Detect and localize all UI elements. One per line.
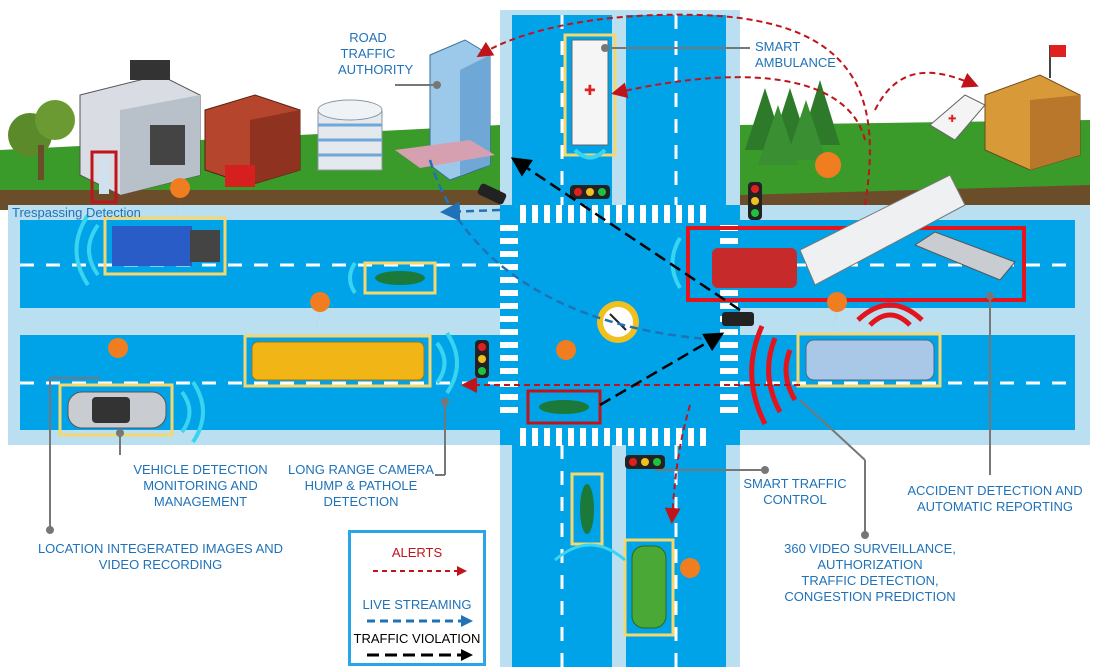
vehicle-detection-line-1: VEHICLE DETECTION (133, 462, 268, 477)
vehicle-detection-label: VEHICLE DETECTION MONITORING AND MANAGEM… (128, 462, 273, 510)
svg-text:✚: ✚ (948, 114, 956, 125)
tractor-icon (103, 216, 227, 276)
accident-detection-label: ACCIDENT DETECTION AND AUTOMATIC REPORTI… (900, 483, 1090, 515)
live-streaming-arrows (428, 159, 721, 342)
road-traffic-authority-line-3: AUTHORITY (338, 62, 414, 77)
smart-ambulance-line-2: AMBULANCE (755, 55, 836, 70)
accident-detection-line-2: AUTOMATIC REPORTING (916, 499, 1073, 514)
long-range-camera-line-2: HUMP & PATHOLE (304, 478, 418, 493)
alert-arrows (461, 13, 979, 524)
legend-live-streaming-label: LIVE STREAMING (362, 597, 472, 612)
location-images-line-2: VIDEO RECORDING (98, 557, 223, 572)
vehicle-detection-line-3: MANAGEMENT (153, 494, 248, 509)
wireless-signal (74, 148, 682, 562)
location-images-label: LOCATION INTEGERATED IMAGES AND VIDEO RE… (28, 541, 293, 573)
bus-icon (243, 334, 432, 388)
traffic-light-icon (625, 455, 665, 469)
legend: ALERTS LIVE STREAMING TRAFFIC VIOLATION (348, 530, 486, 666)
long-range-camera-label: LONG RANGE CAMERA HUMP & PATHOLE DETECTI… (286, 462, 436, 510)
car-icon (58, 383, 174, 437)
location-pin-icon (108, 152, 848, 588)
smart-traffic-control-line-2: CONTROL (763, 492, 827, 507)
accident-detection-line-1: ACCIDENT DETECTION AND (907, 483, 1083, 498)
video-surveillance-line-4: CONGESTION PREDICTION (784, 589, 956, 604)
tree-icon (8, 100, 75, 180)
legend-live-streaming-arrow (367, 615, 473, 627)
traffic-light-icon (570, 185, 610, 199)
legend-traffic-violation-arrow (367, 649, 473, 661)
truck-icon (796, 332, 942, 388)
smart-ambulance-label: SMART AMBULANCE (755, 39, 836, 71)
location-images-line-1: LOCATION INTEGERATED IMAGES AND (37, 541, 284, 556)
skyscraper-icon (395, 39, 495, 181)
pedestrian-icon (90, 150, 118, 204)
traffic-light-icon (748, 182, 762, 220)
hospital-icon (984, 45, 1081, 171)
road-traffic-authority-line-1: ROAD (349, 30, 387, 45)
ambulance-icon: ✚ (929, 94, 986, 141)
cctv-camera-icon (722, 312, 754, 326)
legend-traffic-violation-label: TRAFFIC VIOLATION (353, 631, 481, 646)
video-surveillance-label: 360 VIDEO SURVEILLANCE, AUTHORIZATION TR… (775, 541, 965, 605)
long-range-camera-line-3: DETECTION (323, 494, 399, 509)
trespassing-detection-label: Trespassing Detection (12, 205, 141, 220)
cctv-camera-icon (477, 183, 507, 205)
speed-camera-icon (597, 301, 639, 343)
fire-station-icon (204, 94, 301, 187)
long-range-camera-line-1: LONG RANGE CAMERA (288, 462, 434, 477)
video-surveillance-line-1: 360 VIDEO SURVEILLANCE, (784, 541, 956, 556)
smart-traffic-control-line-1: SMART TRAFFIC (743, 476, 847, 491)
motorcycle-icon (363, 261, 437, 295)
alert-signal (749, 302, 924, 426)
callout-lines (46, 44, 994, 539)
legend-alerts-arrow (373, 566, 467, 576)
smart-ambulance-line-1: SMART (755, 39, 801, 54)
motorcycle-icon (526, 389, 602, 425)
ambulance-icon: ✚ (563, 33, 617, 157)
truck-icon (712, 174, 966, 288)
legend-alerts-label: ALERTS (391, 545, 443, 560)
road-traffic-authority-line-2: TRAFFIC (340, 46, 396, 61)
tree-icon (745, 80, 840, 165)
svg-text:✚: ✚ (584, 82, 596, 98)
police-station-icon (79, 60, 201, 196)
car-icon (913, 231, 1016, 281)
vehicle-detection-line-2: MONITORING AND (143, 478, 258, 493)
video-surveillance-line-2: AUTHORIZATION (817, 557, 923, 572)
car-icon (623, 538, 675, 637)
video-surveillance-line-3: TRAFFIC DETECTION, (801, 573, 939, 588)
traffic-violation-arrows (510, 157, 741, 407)
office-building-icon (317, 99, 383, 171)
smart-traffic-control-label: SMART TRAFFIC CONTROL (735, 476, 855, 508)
road-traffic-authority-label: ROAD TRAFFIC AUTHORITY (338, 30, 414, 78)
traffic-light-icon (475, 340, 489, 378)
